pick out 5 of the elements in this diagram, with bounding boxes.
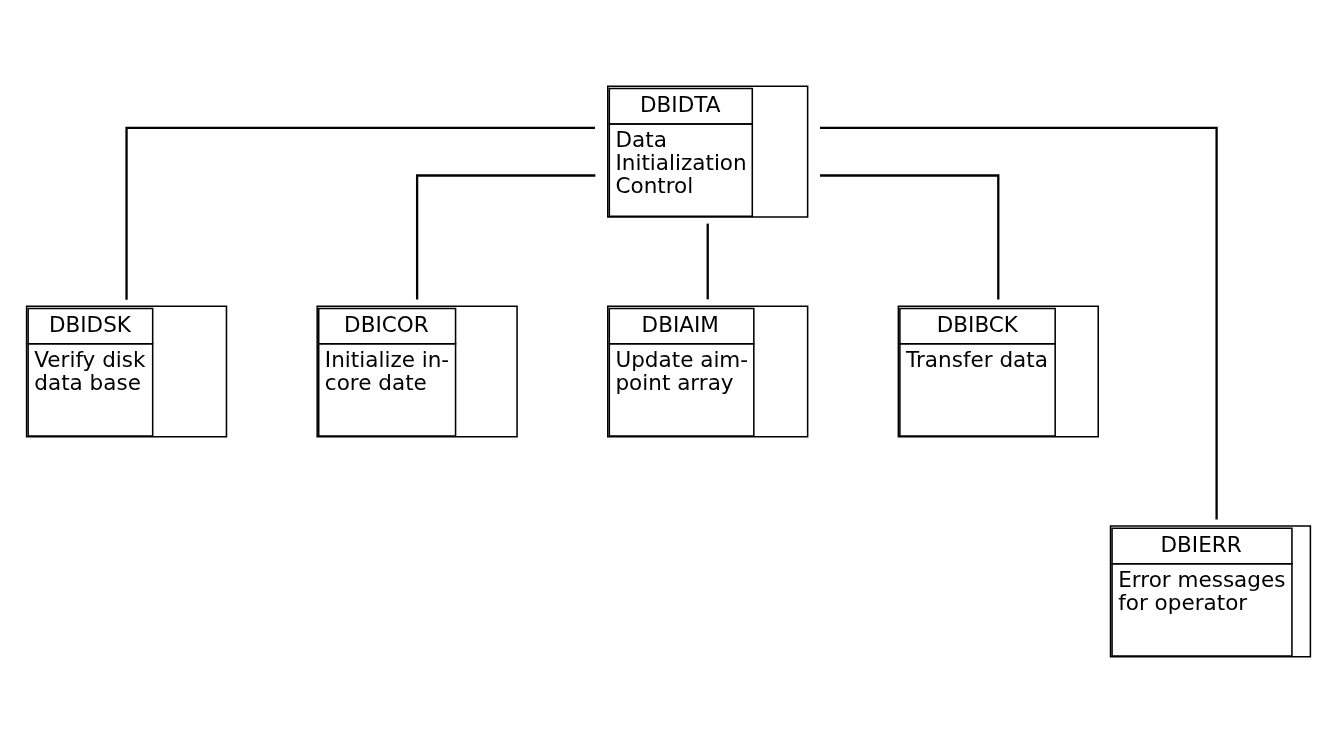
connector (125, 126, 595, 300)
connector (820, 173, 1000, 300)
connector (820, 126, 1218, 519)
connector (706, 223, 709, 299)
connector (415, 173, 596, 300)
